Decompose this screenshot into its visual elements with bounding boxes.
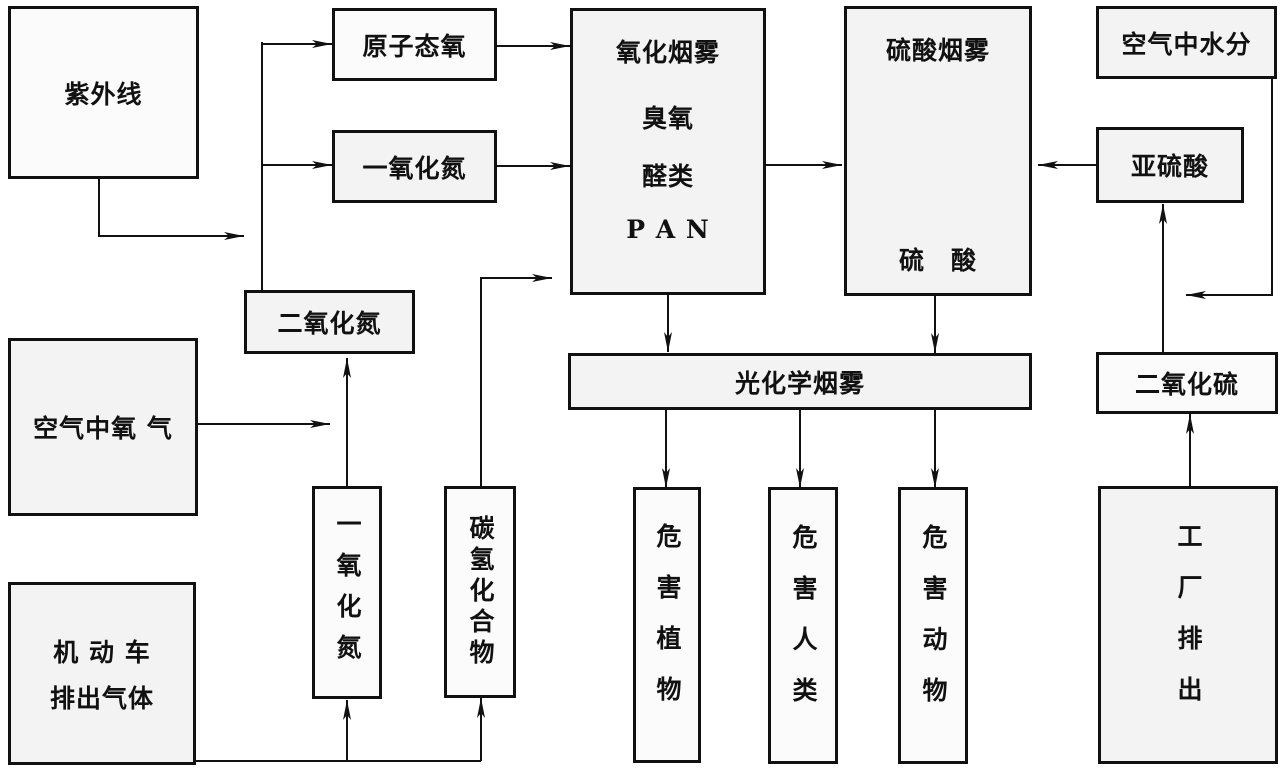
node-sulfuric-smog-bottom: 硫 酸 <box>898 246 977 275</box>
node-uv-label: 紫外线 <box>64 79 143 109</box>
node-nitric-oxide-top: 一氧化氮 <box>332 130 497 203</box>
edge-uv-to-junction <box>98 178 244 240</box>
node-air-moisture-label: 空气中水分 <box>1121 29 1252 59</box>
node-uv: 紫外线 <box>8 6 199 179</box>
node-nitric-oxide-vertical: 一氧化氮 <box>312 486 382 699</box>
node-sulfur-dioxide: 二氧化硫 <box>1096 352 1278 414</box>
node-air-moisture: 空气中水分 <box>1096 6 1277 79</box>
node-photochemical-smog: 光化学烟雾 <box>568 353 1032 410</box>
node-atomic-oxygen-box: 原子态氧 <box>332 8 497 81</box>
node-oxidizing-smog-title: 氧化烟雾 <box>615 38 720 67</box>
node-sulfuric-smog-title: 硫酸烟雾 <box>885 36 990 65</box>
node-nitric-oxide-top-label: 一氧化氮 <box>362 153 467 183</box>
node-nitrogen-dioxide-label: 二氧化氮 <box>277 309 382 338</box>
node-nitric-oxide-vertical-label: 一氧化氮 <box>333 510 362 675</box>
node-oxidizing-smog-item-aldehydes: 醛类 <box>641 162 694 191</box>
node-vehicle-exhaust: 机 动 车 排出气体 <box>8 582 196 765</box>
node-oxidizing-smog-item-ozone: 臭氧 <box>641 104 694 133</box>
node-oxidizing-smog: 氧化烟雾 臭氧 醛类 P A N <box>570 8 766 295</box>
node-air-oxygen-label: 空气中氧 气 <box>33 414 173 443</box>
node-nitrogen-dioxide: 二氧化氮 <box>244 290 415 354</box>
node-harm-plants-label: 危害植物 <box>653 523 682 727</box>
node-vehicle-exhaust-line2: 排出气体 <box>49 683 154 713</box>
edge-hydrocarbons-to-oxidizing-smog <box>480 274 552 487</box>
node-atomic-oxygen-label: 原子态氧 <box>362 31 467 61</box>
node-hydrocarbons: 碳氢化合物 <box>444 486 516 698</box>
node-harm-animals: 危害动物 <box>898 487 968 764</box>
node-oxidizing-smog-item-pan: P A N <box>626 215 710 244</box>
node-harm-plants: 危害植物 <box>633 487 701 763</box>
node-air-oxygen: 空气中氧 气 <box>8 338 198 516</box>
node-sulfurous-acid-label: 亚硫酸 <box>1130 152 1209 181</box>
node-photochemical-smog-label: 光化学烟雾 <box>734 368 865 398</box>
node-harm-animals-label: 危害动物 <box>919 523 948 728</box>
node-harm-humans: 危害人类 <box>768 487 838 764</box>
node-harm-humans-label: 危害人类 <box>789 523 818 728</box>
node-sulfuric-smog: 硫酸烟雾 硫 酸 <box>844 6 1032 296</box>
node-factory-emission-label: 工厂排出 <box>1174 523 1203 727</box>
node-sulfur-dioxide-label: 二氧化硫 <box>1134 370 1239 399</box>
node-sulfurous-acid: 亚硫酸 <box>1096 127 1244 203</box>
node-hydrocarbons-label: 碳氢化合物 <box>466 514 495 670</box>
node-factory-emission: 工厂排出 <box>1098 486 1278 764</box>
node-vehicle-exhaust-line1: 机 动 车 <box>53 637 151 667</box>
edge-air-moisture-to-sulfurous <box>1186 76 1273 299</box>
